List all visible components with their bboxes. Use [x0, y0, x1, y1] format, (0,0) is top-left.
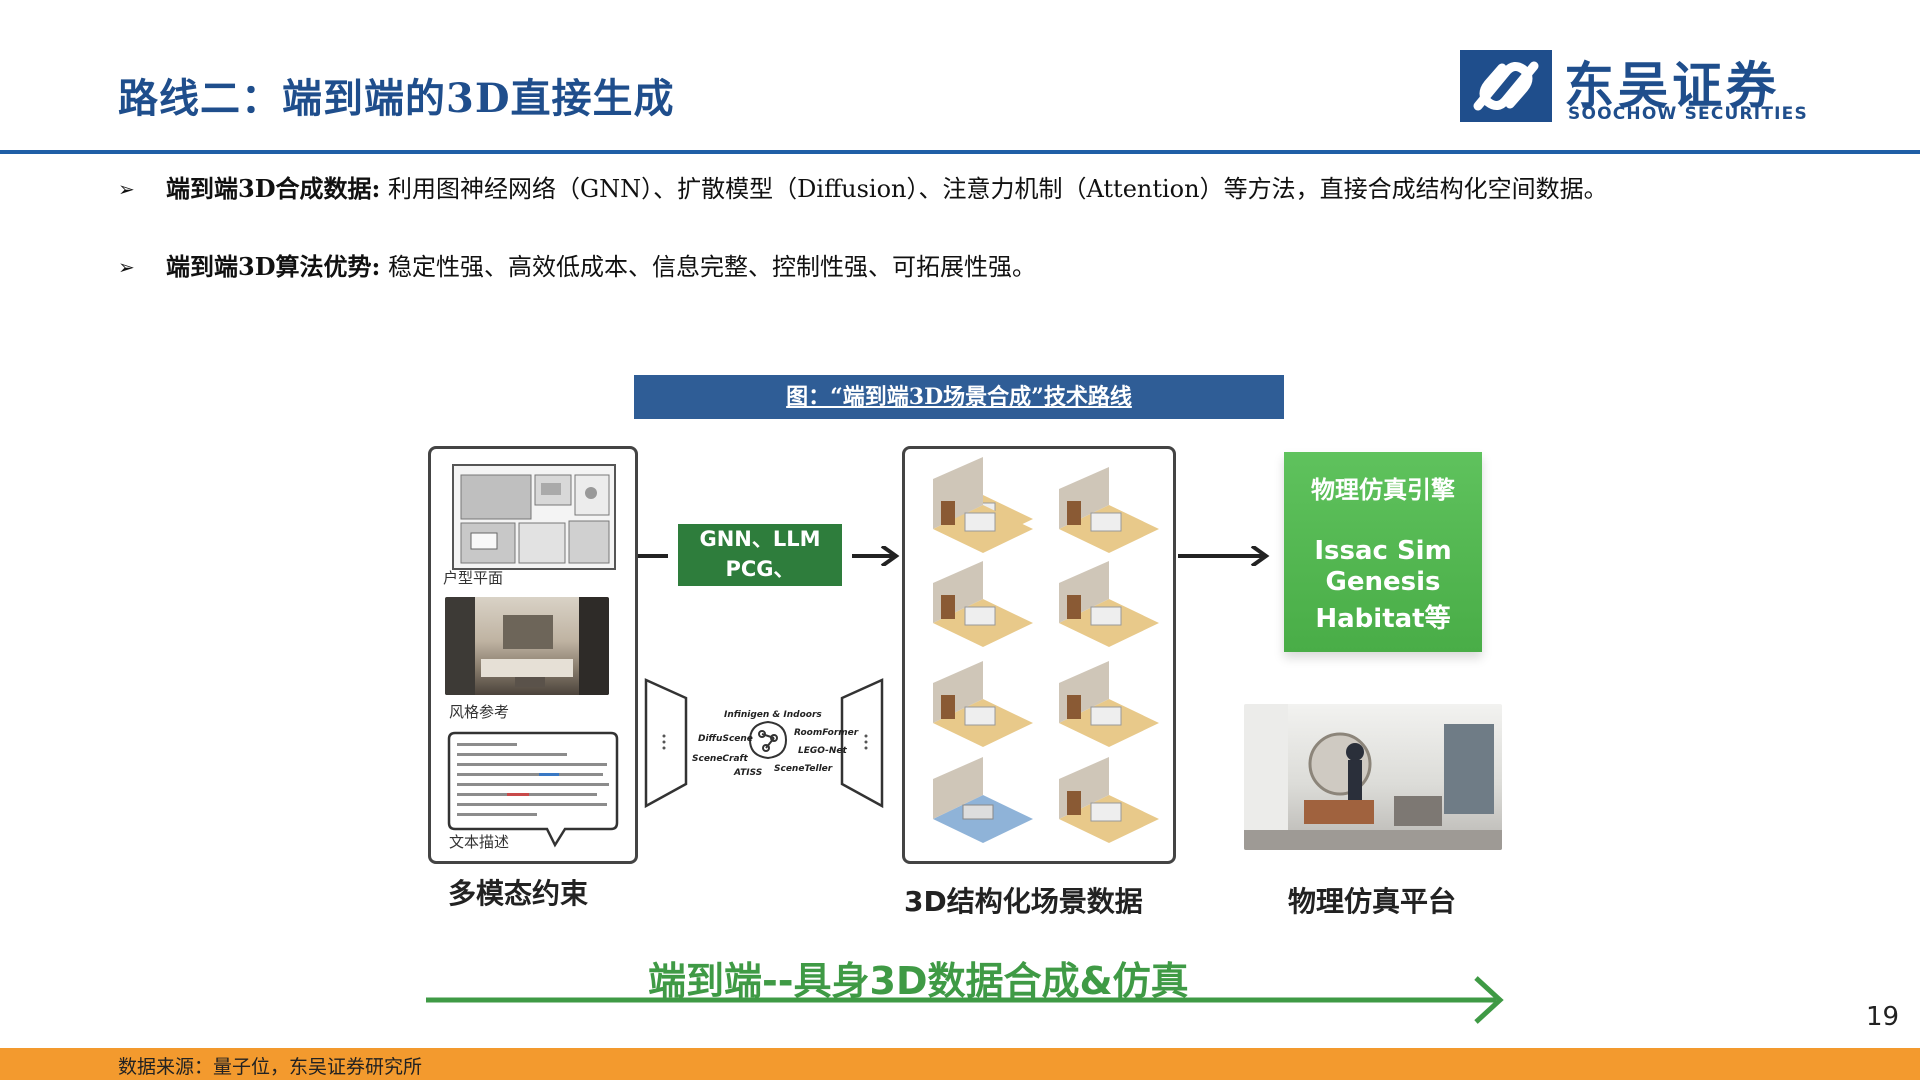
pipeline-label: 端到端--具身3D数据合成&仿真	[648, 959, 1189, 1003]
bullet-label: 端到端3D算法优势:	[166, 252, 381, 281]
style-caption: 风格参考	[449, 703, 510, 721]
label-roomformer: RoomFormer	[794, 728, 859, 738]
bullet-label: 端到端3D合成数据:	[166, 174, 381, 203]
methods-line-1: GNN、LLM	[699, 527, 821, 551]
pipeline-arrow-icon	[426, 976, 1504, 1024]
bullet-arrow-icon: ➢	[118, 255, 135, 279]
physics-engine-box: 物理仿真引擎 Issac Sim Genesis Habitat等	[1284, 452, 1482, 652]
data-source: 数据来源：量子位，东吴证券研究所	[118, 1056, 423, 1078]
floorplan-caption: 户型平面	[443, 569, 504, 587]
simulation-platform-label: 物理仿真平台	[1288, 885, 1457, 918]
logo-chinese-name: 东吴证券	[1564, 57, 1780, 115]
style-reference-image	[445, 597, 609, 695]
page-number: 19	[1866, 1002, 1900, 1032]
text-caption: 文本描述	[449, 833, 510, 851]
company-logo: 东吴证券 SOOCHOW SECURITIES	[1460, 48, 1810, 128]
logo-mark-icon	[1460, 50, 1552, 122]
figure-title: 图：“端到端3D场景合成”技术路线	[634, 375, 1284, 419]
engine-title: 物理仿真引擎	[1311, 476, 1455, 504]
label-sceneteller: SceneTeller	[774, 764, 833, 774]
bullet-body: 稳定性强、高效低成本、信息完整、控制性强、可拓展性强。	[380, 253, 1037, 281]
bullet-arrow-icon: ➢	[118, 177, 135, 201]
engine-issac-sim: Issac Sim	[1314, 536, 1452, 566]
bullet-text: 端到端3D算法优势: 稳定性强、高效低成本、信息完整、控制性强、可拓展性强。	[118, 250, 1778, 284]
label-atiss: ATISS	[734, 768, 763, 778]
label-diffuscene: DiffuScene	[698, 734, 753, 744]
arrow-to-engine-icon	[1178, 546, 1270, 566]
3d-scene-data-label: 3D结构化场景数据	[904, 885, 1143, 918]
floorplan-image	[452, 464, 616, 570]
3d-room-renders	[932, 457, 1160, 844]
page-title: 路线二：端到端的3D直接生成	[118, 75, 675, 122]
engine-genesis: Genesis	[1325, 567, 1441, 597]
methods-line-2: PCG、Diffusion	[707, 557, 813, 611]
3d-scene-data-panel	[902, 446, 1176, 864]
header-divider	[0, 150, 1920, 154]
multimodal-constraints-panel: 户型平面 风格参考 文本描述	[428, 446, 638, 864]
multimodal-constraints-label: 多模态约束	[448, 877, 589, 910]
label-scenecraft: SceneCraft	[692, 754, 748, 764]
simulation-platform-image	[1244, 704, 1502, 850]
arrow-to-data-icon	[638, 546, 900, 566]
logo-english-name: SOOCHOW SECURITIES	[1568, 104, 1808, 124]
engine-habitat: Habitat等	[1315, 604, 1451, 634]
bullet-item: ➢ 端到端3D算法优势: 稳定性强、高效低成本、信息完整、控制性强、可拓展性强。	[118, 250, 1778, 284]
bullet-text: 端到端3D合成数据: 利用图神经网络（GNN）、扩散模型（Diffusion）、…	[118, 172, 1778, 206]
label-infinigen: Infinigen & Indoors	[724, 710, 822, 720]
text-description-bubble	[447, 731, 619, 848]
methods-box: GNN、LLM PCG、Diffusion	[678, 524, 842, 611]
network-diagram	[644, 678, 884, 809]
label-legonet: LEGO-Net	[798, 746, 847, 756]
bullet-body: 利用图神经网络（GNN）、扩散模型（Diffusion）、注意力机制（Atten…	[380, 175, 1608, 203]
footer-band	[0, 1048, 1920, 1080]
bullet-item: ➢ 端到端3D合成数据: 利用图神经网络（GNN）、扩散模型（Diffusion…	[118, 172, 1778, 206]
